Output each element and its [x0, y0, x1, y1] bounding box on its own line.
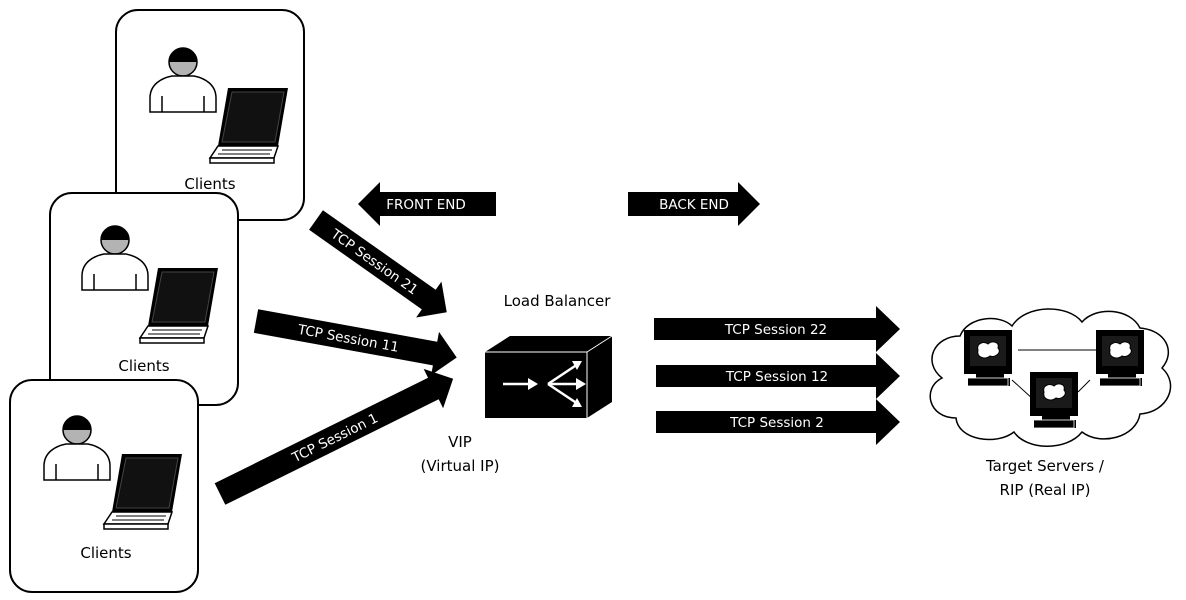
session-label: TCP Session 22	[724, 322, 827, 338]
session-label: TCP Session 12	[725, 369, 828, 385]
session-label: TCP Session 2	[729, 415, 824, 431]
load-balancer-title: Load Balancer	[504, 292, 612, 310]
back-session-arrow: TCP Session 22	[654, 306, 900, 352]
network-link	[1077, 379, 1091, 393]
front-session-arrow: TCP Session 21	[309, 210, 447, 318]
session-label: TCP Session 1	[289, 410, 381, 466]
session-label: TCP Session 21	[327, 226, 421, 299]
client-label: Clients	[80, 544, 131, 562]
server-icon	[1095, 329, 1145, 387]
vip-label: VIP	[448, 433, 472, 451]
front-session-arrow: TCP Session 1	[214, 368, 454, 505]
back-session-arrow: TCP Session 12	[656, 353, 900, 399]
back-session-arrow: TCP Session 2	[656, 399, 900, 445]
back-end-label: BACK END	[659, 197, 729, 213]
servers-sublabel: RIP (Real IP)	[1000, 481, 1091, 499]
front-end-label: FRONT END	[386, 197, 465, 213]
client-box	[9, 379, 199, 593]
client-label: Clients	[118, 357, 169, 375]
load-balancer-icon	[485, 335, 613, 418]
client-group-2: Clients	[49, 192, 239, 406]
client-group-1: Clients	[115, 9, 305, 221]
back-end-arrow: BACK END	[628, 182, 760, 226]
client-group-3: Clients	[9, 379, 199, 593]
server-icon	[1029, 371, 1079, 429]
front-end-arrow: FRONT END	[358, 182, 496, 226]
servers-label: Target Servers /	[985, 457, 1105, 475]
client-label: Clients	[184, 175, 235, 193]
server-icon	[963, 329, 1013, 387]
vip-sublabel: (Virtual IP)	[421, 457, 500, 475]
